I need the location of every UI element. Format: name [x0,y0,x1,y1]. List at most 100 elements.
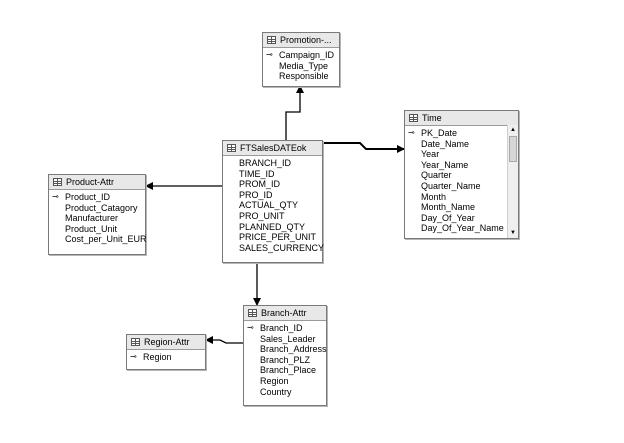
column-name: Region [260,375,289,386]
column-name: Year [421,149,440,160]
column-row[interactable]: PRICE_PER_UNIT [223,232,322,243]
column-row[interactable]: Quarter [405,170,518,181]
column-row[interactable]: Region [244,376,326,387]
column-row[interactable]: Media_Type [263,61,339,72]
column-name: Quarter_Name [421,180,481,191]
column-name: PRO_UNIT [239,210,285,221]
table-title: Promotion-... [280,35,332,45]
table-header[interactable]: Time [405,111,518,126]
column-name: TIME_ID [239,168,275,179]
column-row[interactable]: Day_Of_Year_Name [405,223,518,234]
column-row[interactable]: Quarter_Name [405,181,518,192]
column-row[interactable]: BRANCH_ID [223,158,322,169]
column-name: Product_Catagory [65,202,138,213]
scroll-thumb[interactable] [509,136,517,162]
table-grid-icon [248,309,257,317]
column-row[interactable]: Product_Catagory [49,203,145,214]
column-row[interactable]: PRO_UNIT [223,211,322,222]
column-name: Cost_per_Unit_EUR [65,234,147,245]
column-name: Month_Name [421,202,476,213]
column-row[interactable]: Day_Of_Year [405,213,518,224]
column-row[interactable]: SALES_CURRENCY [223,242,325,254]
column-row[interactable]: Country [244,387,326,398]
table-header[interactable]: Branch-Attr [244,306,326,321]
column-name: PROM_ID [239,179,281,190]
column-name: Sales_Leader [260,333,316,344]
column-name: Year_Name [421,159,469,170]
column-name: Month [421,191,447,202]
column-row[interactable]: PRO_ID [223,190,322,201]
vertical-scrollbar[interactable]: ▲ ▼ [507,125,518,238]
scroll-up-arrow-icon[interactable]: ▲ [510,127,516,133]
table-grid-icon [227,144,236,152]
column-row[interactable]: Month [405,192,518,203]
column-row[interactable]: Product_Unit [49,224,145,235]
column-list: ⊸ Region [127,350,205,363]
link-fact-time[interactable] [323,142,405,153]
column-name: Branch_Place [260,365,317,376]
column-name: Date_Name [421,138,470,149]
key-icon: ⊸ [266,50,273,59]
column-row[interactable]: Year_Name [405,160,518,171]
table-title: FTSalesDATEok [240,143,307,153]
column-row[interactable]: Branch_PLZ [244,355,326,366]
table-grid-icon [267,36,276,44]
column-name: Product_Unit [65,223,118,234]
scroll-down-arrow-icon[interactable]: ▼ [510,230,516,236]
link-fact-promotion[interactable] [285,85,304,141]
column-row[interactable]: Branch_Place [244,365,326,376]
link-branch-region[interactable] [205,336,243,344]
key-icon: ⊸ [247,323,254,332]
column-name: ACTUAL_QTY [239,200,299,211]
column-name: Branch_ID [260,323,303,333]
column-row[interactable]: Cost_per_Unit_EUR [49,234,147,245]
column-name: Region [143,352,172,362]
key-column-row[interactable]: ⊸Campaign_ID [263,50,339,61]
table-title: Product-Attr [66,177,115,187]
column-row[interactable]: Date_Name [405,139,518,150]
key-column-row[interactable]: ⊸Product_ID [49,192,145,203]
table-title: Branch-Attr [261,308,307,318]
column-row[interactable]: ACTUAL_QTY [223,200,322,211]
column-row[interactable]: Manufacturer [49,213,145,224]
column-name: Product_ID [65,192,111,202]
column-name: Responsible [279,71,329,82]
column-name: PLANNED_QTY [239,221,306,232]
table-header[interactable]: Product-Attr [49,175,145,190]
key-column-row[interactable]: ⊸ Region [127,352,205,363]
column-row[interactable]: Sales_Leader [244,334,326,345]
column-row[interactable]: TIME_ID [223,169,322,180]
table-header[interactable]: Promotion-... [263,33,339,48]
column-name: SALES_CURRENCY [239,242,325,253]
column-row[interactable]: Year [405,149,518,160]
column-name: PK_Date [421,128,458,138]
table-title: Region-Attr [144,337,190,347]
column-row[interactable]: Responsible [263,71,339,82]
table-region[interactable]: Region-Attr ⊸ Region [126,334,206,370]
table-title: Time [422,113,442,123]
column-name: Manufacturer [65,213,119,224]
column-row[interactable]: PLANNED_QTY [223,222,322,233]
column-name: Media_Type [279,60,329,71]
key-column-row[interactable]: ⊸PK_Date [405,128,518,139]
column-row[interactable]: Month_Name [405,202,518,213]
column-row[interactable]: Branch_Address [244,344,327,355]
key-column-row[interactable]: ⊸ Branch_ID [244,323,326,334]
table-header[interactable]: Region-Attr [127,335,205,350]
column-row[interactable]: PROM_ID [223,179,322,190]
table-header[interactable]: FTSalesDATEok [223,141,322,156]
column-name: Day_Of_Year_Name [421,223,504,234]
key-icon: ⊸ [130,352,137,361]
